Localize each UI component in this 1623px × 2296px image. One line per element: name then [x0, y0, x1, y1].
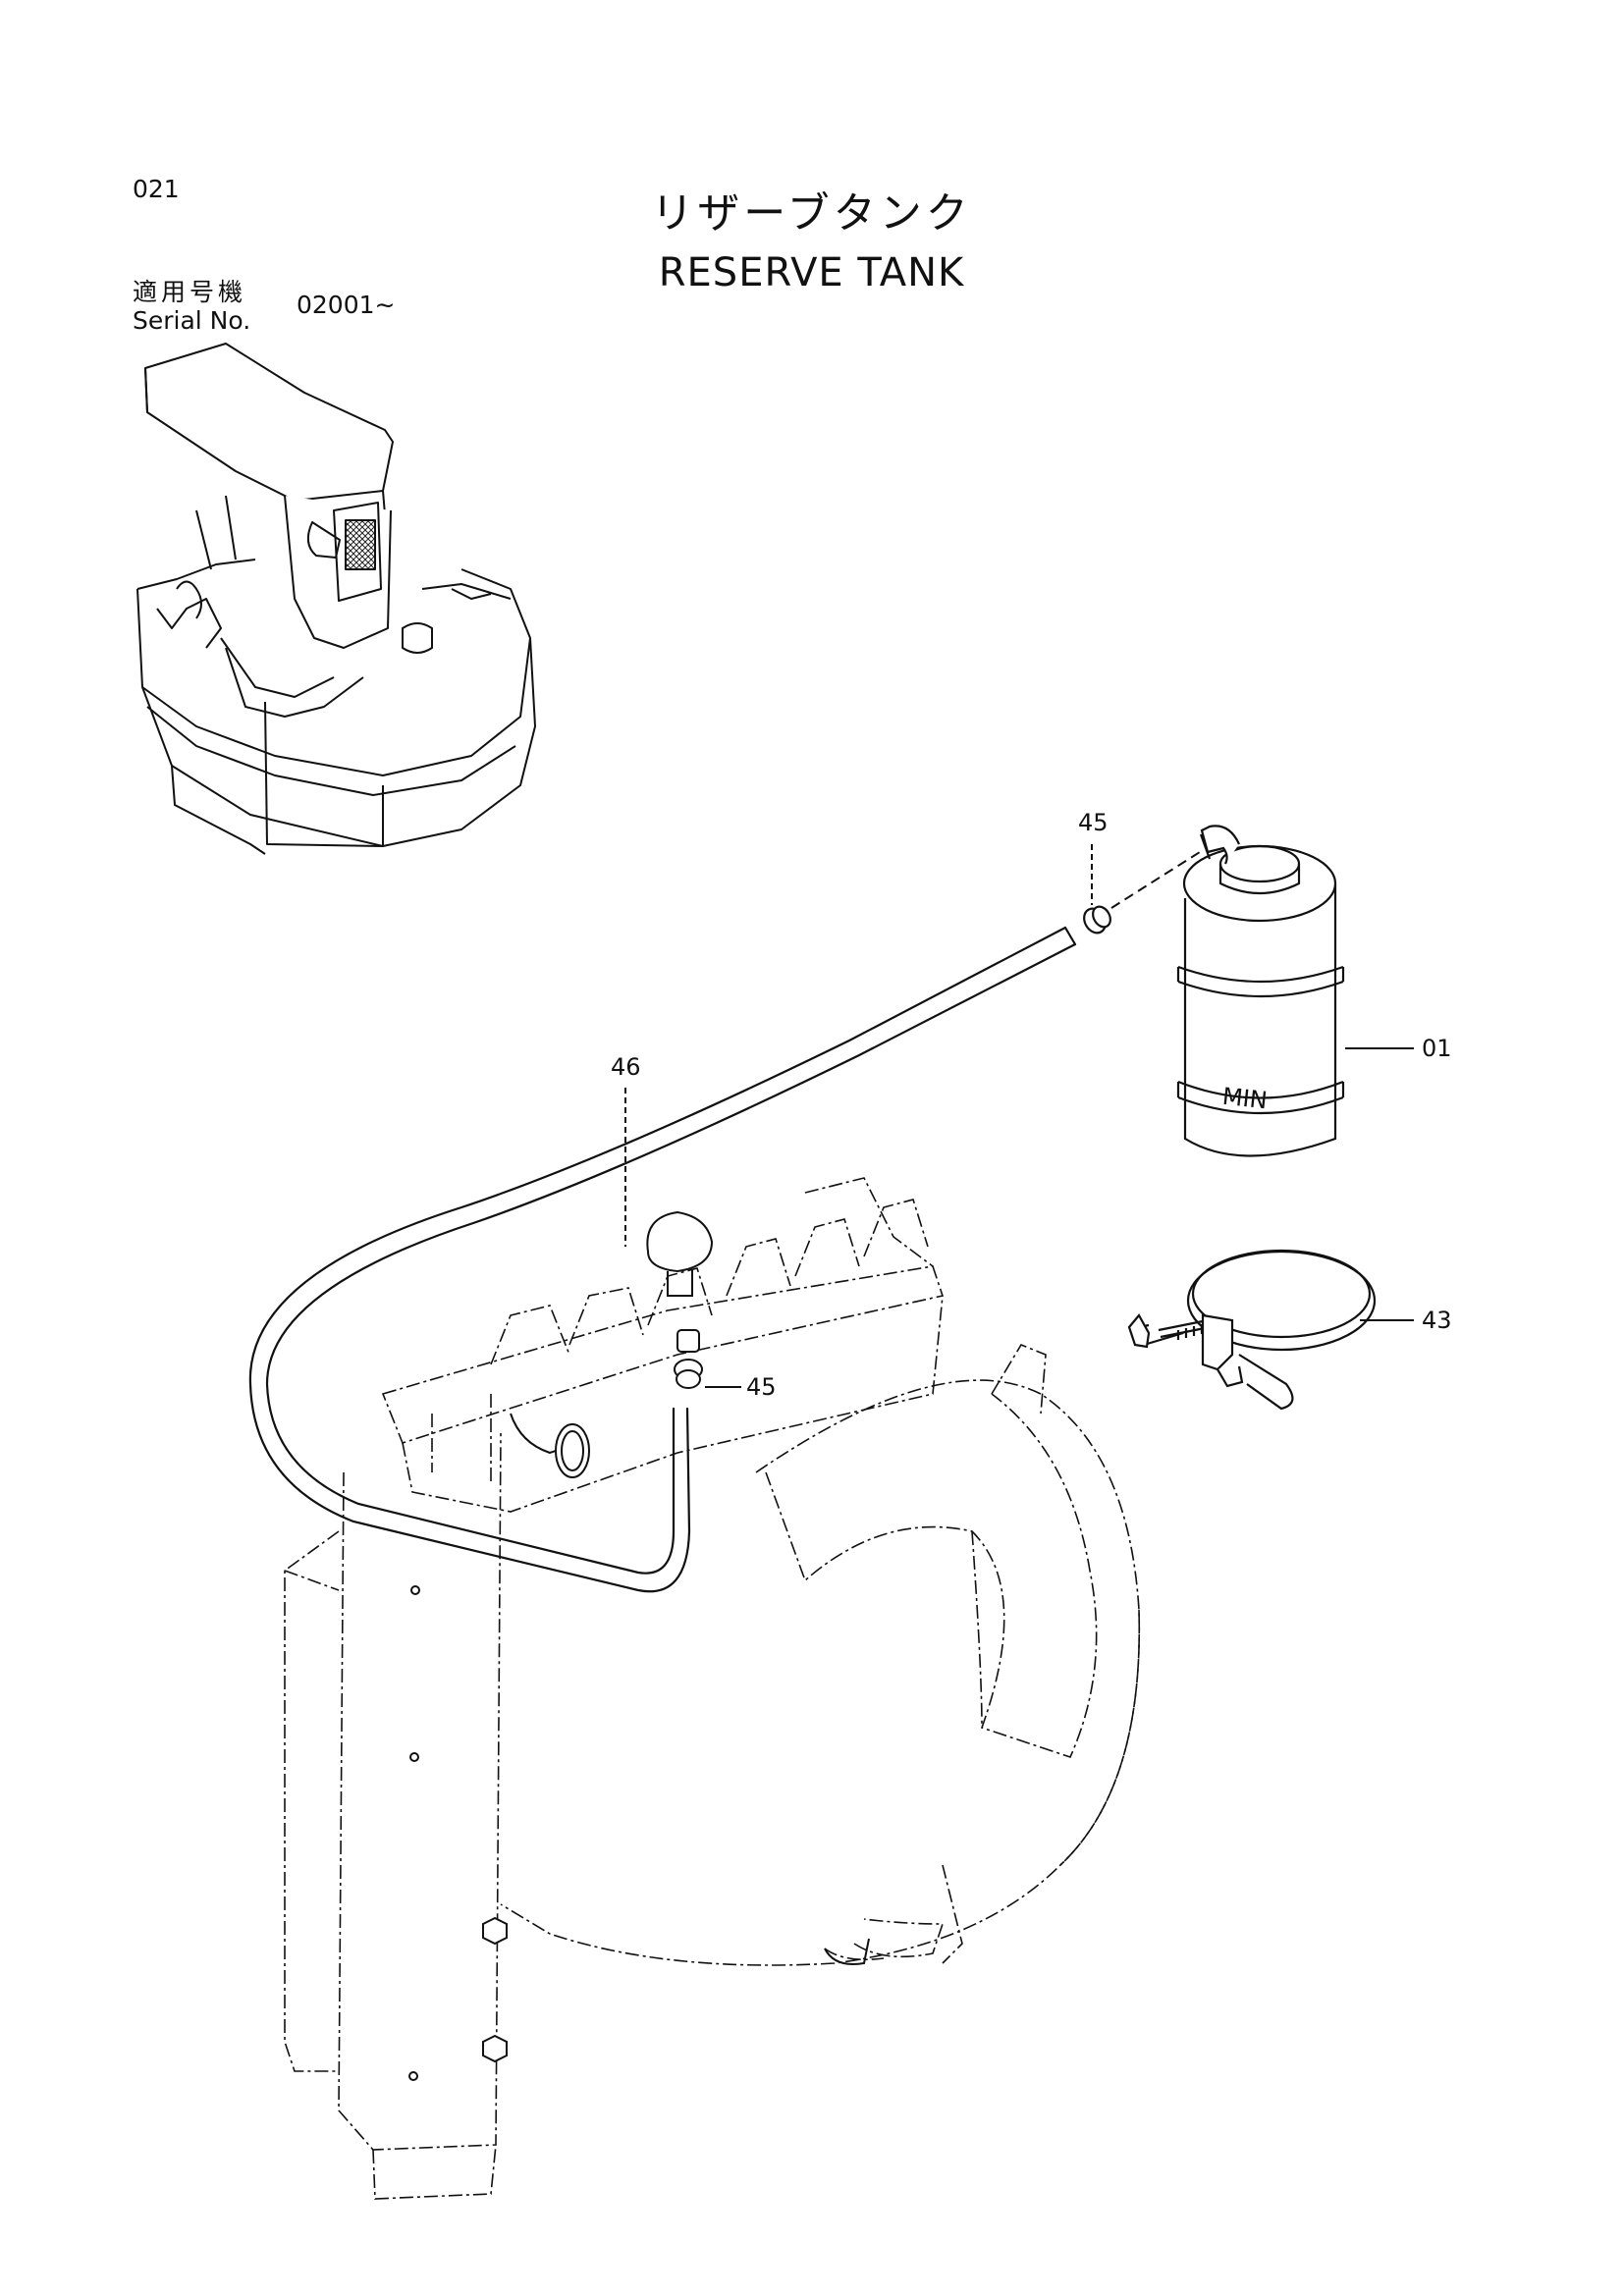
tank-connection-dashed-line — [1111, 852, 1200, 908]
serial-label: Serial No. — [133, 306, 251, 335]
serial-value: 02001∼ — [297, 291, 396, 319]
hose-band-clamp — [1129, 1251, 1375, 1409]
radiator-assembly — [285, 1178, 1139, 2199]
clamp-upper — [1080, 903, 1114, 936]
callout-45-upper: 45 — [1078, 809, 1109, 836]
tank-min-marking: MIN — [1220, 1082, 1270, 1115]
callout-45-lower: 45 — [746, 1373, 777, 1401]
reserve-tank-hose — [250, 928, 1075, 1591]
reserve-tank — [1178, 826, 1343, 1155]
page-title: RESERVE TANK — [658, 250, 965, 295]
callout-01: 01 — [1422, 1035, 1452, 1062]
callout-43: 43 — [1422, 1307, 1452, 1334]
leader-lines — [625, 844, 1414, 1387]
page-number: 021 — [133, 175, 180, 203]
machine-overview — [137, 344, 535, 854]
callout-46: 46 — [611, 1053, 641, 1081]
serial-label-japanese: 適用号機 — [133, 278, 247, 306]
page-title-japanese: リザーブタンク — [651, 189, 972, 239]
radiator-details — [409, 1212, 869, 2080]
